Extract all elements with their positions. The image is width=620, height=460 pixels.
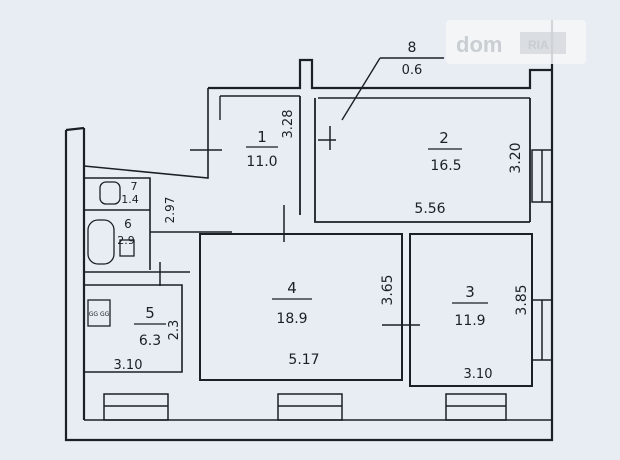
fixtures — [87, 181, 135, 327]
room4-number: 4 — [287, 279, 297, 297]
room3-area: 11.9 — [454, 313, 485, 329]
windows — [103, 149, 553, 421]
window-room4 — [277, 393, 343, 421]
window-room3 — [531, 299, 553, 361]
dim-room5-side: 2.3 — [167, 320, 182, 341]
room1-area: 11.0 — [246, 154, 277, 170]
window-room2 — [531, 149, 553, 203]
door-marks — [159, 126, 420, 326]
room5-area: 6.3 — [139, 333, 161, 349]
room5-number: 5 — [145, 304, 155, 322]
room2-number: 2 — [439, 129, 449, 147]
dim-room1-side: 3.28 — [281, 110, 296, 139]
dimension-labels: 3.28 5.56 3.20 3.65 5.17 3.85 3.10 3.10 … — [89, 110, 530, 382]
dim-room4-side: 3.65 — [380, 274, 396, 305]
room1-number: 1 — [257, 128, 267, 146]
room3-number: 3 — [465, 283, 475, 301]
watermark-suffix: RIA — [528, 38, 549, 52]
window-room5 — [103, 393, 169, 421]
dim-room3-side: 3.85 — [514, 284, 530, 315]
room8-area: 0.6 — [402, 63, 423, 78]
stove-icon — [87, 299, 111, 327]
room7-area: 1.4 — [121, 193, 139, 206]
sink-icon — [119, 239, 135, 257]
room7-number: 7 — [131, 180, 138, 193]
dim-corridor-side: 2.97 — [163, 197, 177, 224]
room6-number: 6 — [124, 217, 132, 231]
room8-number: 8 — [408, 40, 417, 56]
dim-room5-width: 3.10 — [114, 358, 143, 373]
stove-label: GG GG — [89, 311, 110, 318]
watermark-brand: dom — [456, 32, 502, 57]
room4-area: 18.9 — [276, 311, 307, 327]
walls — [64, 20, 554, 442]
window-room3-bottom — [445, 393, 507, 421]
toilet-icon — [99, 181, 121, 205]
dim-room2-width: 5.56 — [414, 201, 445, 217]
room8-pointer — [341, 57, 381, 121]
watermark-logo: dom RIA — [446, 20, 586, 64]
room6-area: 2.9 — [117, 234, 135, 247]
bathtub-icon — [87, 219, 115, 265]
dim-room3-width: 3.10 — [464, 367, 493, 382]
room-labels: 1 11.0 2 16.5 3 11.9 4 18.9 5 6.3 6 2.9 … — [117, 40, 488, 349]
dim-room2-side: 3.20 — [508, 142, 524, 173]
room2-area: 16.5 — [430, 158, 461, 174]
dim-room4-width: 5.17 — [288, 352, 319, 368]
